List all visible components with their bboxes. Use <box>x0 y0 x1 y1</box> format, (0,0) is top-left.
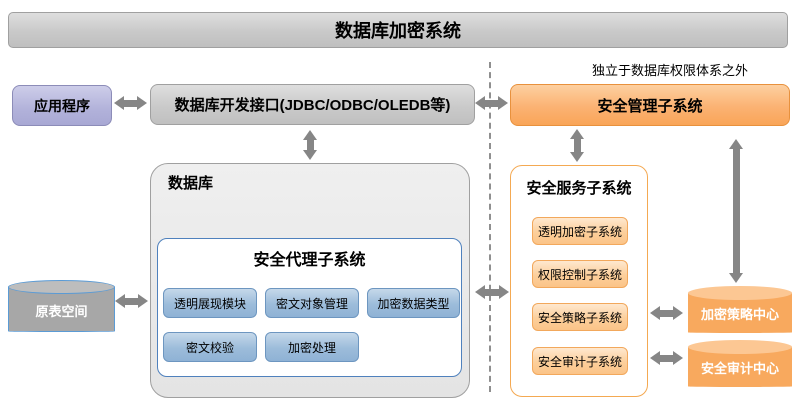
subsystem-transparent-encryption: 透明加密子系统 <box>532 217 628 245</box>
independence-note: 独立于数据库权限体系之外 <box>591 63 748 78</box>
node-policy-center-cylinder: 加密策略中心 <box>688 286 792 333</box>
node-application-label: 应用程序 <box>34 97 90 114</box>
arrow-interface-database <box>303 130 317 160</box>
module-encryption-process: 加密处理 <box>265 332 359 362</box>
node-orig-tablespace-label: 原表空间 <box>35 303 88 319</box>
arrow-interface-security-mgmt <box>475 96 508 110</box>
cylinder-top <box>688 286 792 300</box>
module-ciphertext-verify: 密文校验 <box>163 332 257 362</box>
cylinder-body <box>8 287 115 332</box>
node-policy-center-label: 加密策略中心 <box>700 307 779 322</box>
node-database-label: 数据库 <box>168 175 214 192</box>
node-application: 应用程序 <box>12 85 112 126</box>
arrow-policy-subsystem-policy-center <box>650 306 683 320</box>
arrow-database-security-service <box>475 285 509 299</box>
subsystem-security-policy: 安全策略子系统 <box>532 303 628 331</box>
arrow-application-interface <box>114 96 147 110</box>
node-security-mgmt-label: 安全管理子系统 <box>597 97 703 115</box>
system-title: 数据库加密系统 <box>335 21 461 41</box>
arrow-security-mgmt-policy-center <box>729 139 743 283</box>
cylinder-top <box>8 280 115 294</box>
module-transparent-presentation: 透明展现模块 <box>163 288 257 318</box>
node-audit-center-cylinder: 安全审计中心 <box>688 340 792 387</box>
node-audit-center-label: 安全审计中心 <box>700 361 779 376</box>
module-encrypted-data-type: 加密数据类型 <box>367 288 460 318</box>
arrow-tablespace-database <box>115 294 148 308</box>
section-divider-dashed-line <box>489 62 491 392</box>
cylinder-top <box>688 340 792 354</box>
node-db-interface: 数据库开发接口(JDBC/ODBC/OLEDB等) <box>150 84 475 125</box>
node-db-interface-label: 数据库开发接口(JDBC/ODBC/OLEDB等) <box>174 97 451 114</box>
arrow-audit-subsystem-audit-center <box>650 351 683 365</box>
node-orig-tablespace-cylinder: 原表空间 <box>8 280 115 332</box>
node-security-service-title: 安全服务子系统 <box>526 180 632 197</box>
system-title-banner: 数据库加密系统 <box>8 12 788 48</box>
node-security-agent-title: 安全代理子系统 <box>253 252 366 269</box>
arrow-security-mgmt-service <box>570 129 584 162</box>
module-ciphertext-object-mgmt: 密文对象管理 <box>265 288 359 318</box>
subsystem-permission-control: 权限控制子系统 <box>532 260 628 288</box>
node-security-mgmt: 安全管理子系统 <box>510 84 790 126</box>
subsystem-security-audit: 安全审计子系统 <box>532 347 628 375</box>
